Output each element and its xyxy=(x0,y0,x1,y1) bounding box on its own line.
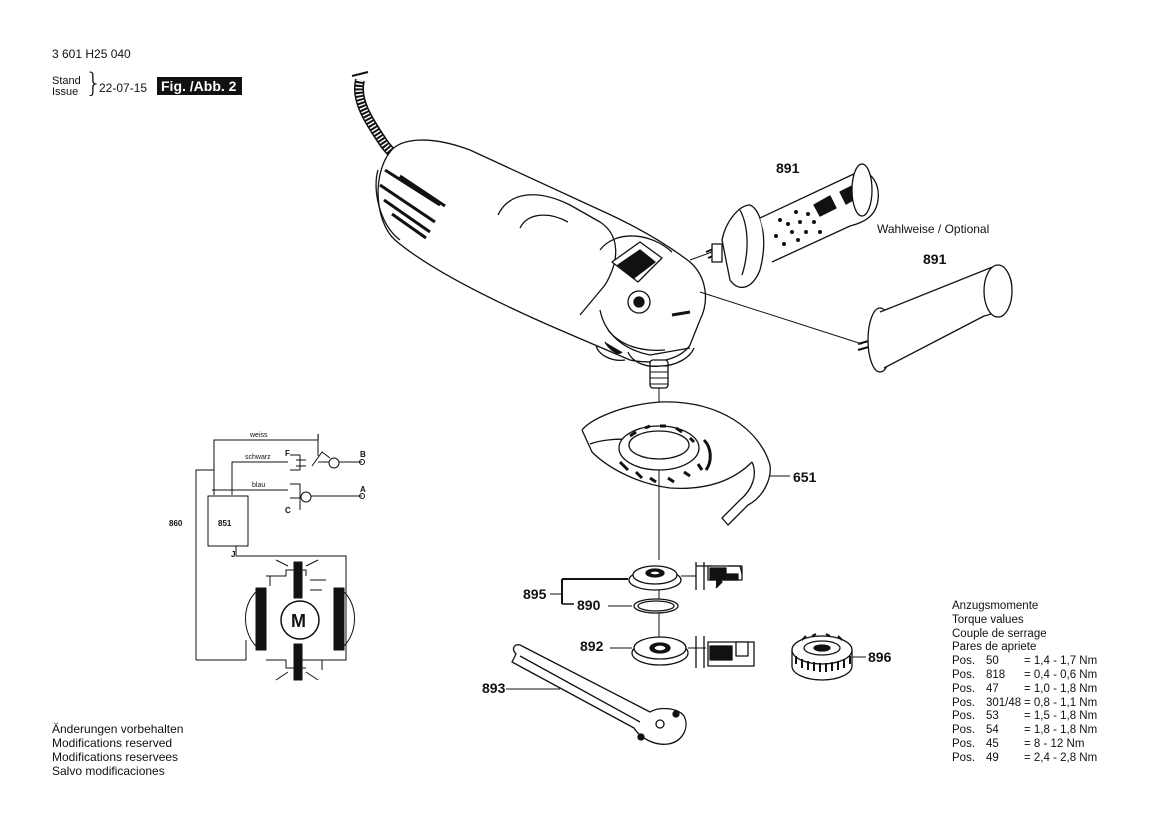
torque-row: Pos. 53 = 1,5 - 1,8 Nm xyxy=(952,710,1097,724)
mounting-flange xyxy=(628,565,696,591)
torque-values-block: Anzugsmomente Torque values Couple de se… xyxy=(952,600,1097,766)
torque-pos: Pos. xyxy=(952,668,976,681)
angle-grinder-body xyxy=(375,139,707,389)
part-651-label: 651 xyxy=(793,469,817,485)
motor-symbol xyxy=(245,559,355,681)
torque-number: 301/48 xyxy=(986,696,1022,709)
side-handle xyxy=(699,264,1013,373)
modifications-es: Salvo modificaciones xyxy=(52,764,165,778)
torque-row: Pos. 818 = 0,4 - 0,6 Nm xyxy=(952,669,1097,683)
torque-title-fr: Couple de serrage xyxy=(952,627,1047,640)
power-cable xyxy=(351,71,402,164)
clamp-nut-section-detail xyxy=(695,636,755,668)
torque-number: 50 xyxy=(986,655,999,668)
wire-white-label: weiss xyxy=(249,432,268,439)
torque-pos: Pos. xyxy=(952,724,976,737)
modifications-notice: Änderungen vorbehalten Modifications res… xyxy=(52,722,183,778)
torque-title-en: Torque values xyxy=(952,613,1024,626)
cable-860-label: 860 xyxy=(169,519,183,528)
wiring-schematic xyxy=(195,439,365,681)
torque-value: = 1,8 - 1,8 Nm xyxy=(1024,724,1098,737)
torque-row: Pos. 50 = 1,4 - 1,7 Nm xyxy=(952,655,1097,669)
torque-title-de: Anzugsmomente xyxy=(952,600,1039,612)
terminal-a-label: A xyxy=(360,485,366,494)
side-handle-optional xyxy=(689,163,879,289)
pin-spanner xyxy=(506,644,687,745)
modifications-de: Änderungen vorbehalten xyxy=(52,722,184,736)
torque-number: 45 xyxy=(986,737,999,750)
torque-value: = 8 - 12 Nm xyxy=(1024,737,1085,750)
clamp-nut xyxy=(610,636,706,666)
o-ring xyxy=(633,598,679,614)
torque-value: = 2,4 - 2,8 Nm xyxy=(1024,751,1098,764)
module-851-label: 851 xyxy=(218,519,232,528)
quick-clamp-nut xyxy=(791,633,866,681)
torque-title-es: Pares de apriete xyxy=(952,641,1037,654)
torque-number: 47 xyxy=(986,682,999,695)
part-891-bottom-label: 891 xyxy=(923,251,947,267)
stand-issue-label: Stand Issue xyxy=(52,76,81,98)
torque-number: 818 xyxy=(986,668,1006,681)
torque-number: 53 xyxy=(986,710,999,723)
part-893-label: 893 xyxy=(482,680,506,696)
figure-label: Fig. /Abb. 2 xyxy=(157,77,243,95)
document-number: 3 601 H25 040 xyxy=(52,47,131,61)
torque-row: Pos. 45 = 8 - 12 Nm xyxy=(952,738,1097,752)
torque-value: = 1,0 - 1,8 Nm xyxy=(1024,682,1098,695)
torque-value: = 1,4 - 1,7 Nm xyxy=(1024,655,1098,668)
modifications-fr: Modifications reservees xyxy=(52,750,179,764)
torque-pos: Pos. xyxy=(952,710,976,723)
part-890-label: 890 xyxy=(577,597,601,613)
torque-row: Pos. 54 = 1,8 - 1,8 Nm xyxy=(952,724,1097,738)
torque-pos: Pos. xyxy=(952,751,976,764)
terminal-j-label: J xyxy=(231,550,235,559)
brace-icon: } xyxy=(85,68,103,99)
wire-blue-label: blau xyxy=(252,482,265,489)
torque-row: Pos. 301/48= 0,8 - 1,1 Nm xyxy=(952,697,1097,711)
stand-label: Stand xyxy=(52,75,81,87)
terminal-f-label: F xyxy=(285,449,290,458)
part-896-label: 896 xyxy=(868,649,892,665)
switch-label: I xyxy=(317,433,319,442)
modifications-en: Modifications reserved xyxy=(52,736,173,750)
torque-pos: Pos. xyxy=(952,737,976,750)
torque-pos: Pos. xyxy=(952,696,976,709)
terminal-c-label: C xyxy=(285,506,291,515)
torque-row: Pos. 47 = 1,0 - 1,8 Nm xyxy=(952,683,1097,697)
optional-note: Wahlweise / Optional xyxy=(877,222,990,236)
torque-pos: Pos. xyxy=(952,682,976,695)
issue-date: 22-07-15 xyxy=(99,81,148,95)
torque-row: Pos. 49 = 2,4 - 2,8 Nm xyxy=(952,752,1097,766)
wire-black-label: schwarz xyxy=(245,454,271,461)
torque-value: = 1,5 - 1,8 Nm xyxy=(1024,710,1098,723)
part-891-top-label: 891 xyxy=(776,160,800,176)
part-892-label: 892 xyxy=(580,638,604,654)
torque-number: 49 xyxy=(986,751,999,764)
issue-label: Issue xyxy=(52,86,79,98)
wheel-guard xyxy=(581,401,790,526)
terminal-b-label: B xyxy=(360,450,366,459)
part-895-label: 895 xyxy=(523,586,547,602)
torque-value: = 0,8 - 1,1 Nm xyxy=(1024,696,1098,709)
torque-value: = 0,4 - 0,6 Nm xyxy=(1024,668,1098,681)
flange-section-detail xyxy=(695,562,743,590)
torque-pos: Pos. xyxy=(952,655,976,668)
torque-number: 54 xyxy=(986,724,999,737)
motor-m-label: M xyxy=(291,611,306,631)
